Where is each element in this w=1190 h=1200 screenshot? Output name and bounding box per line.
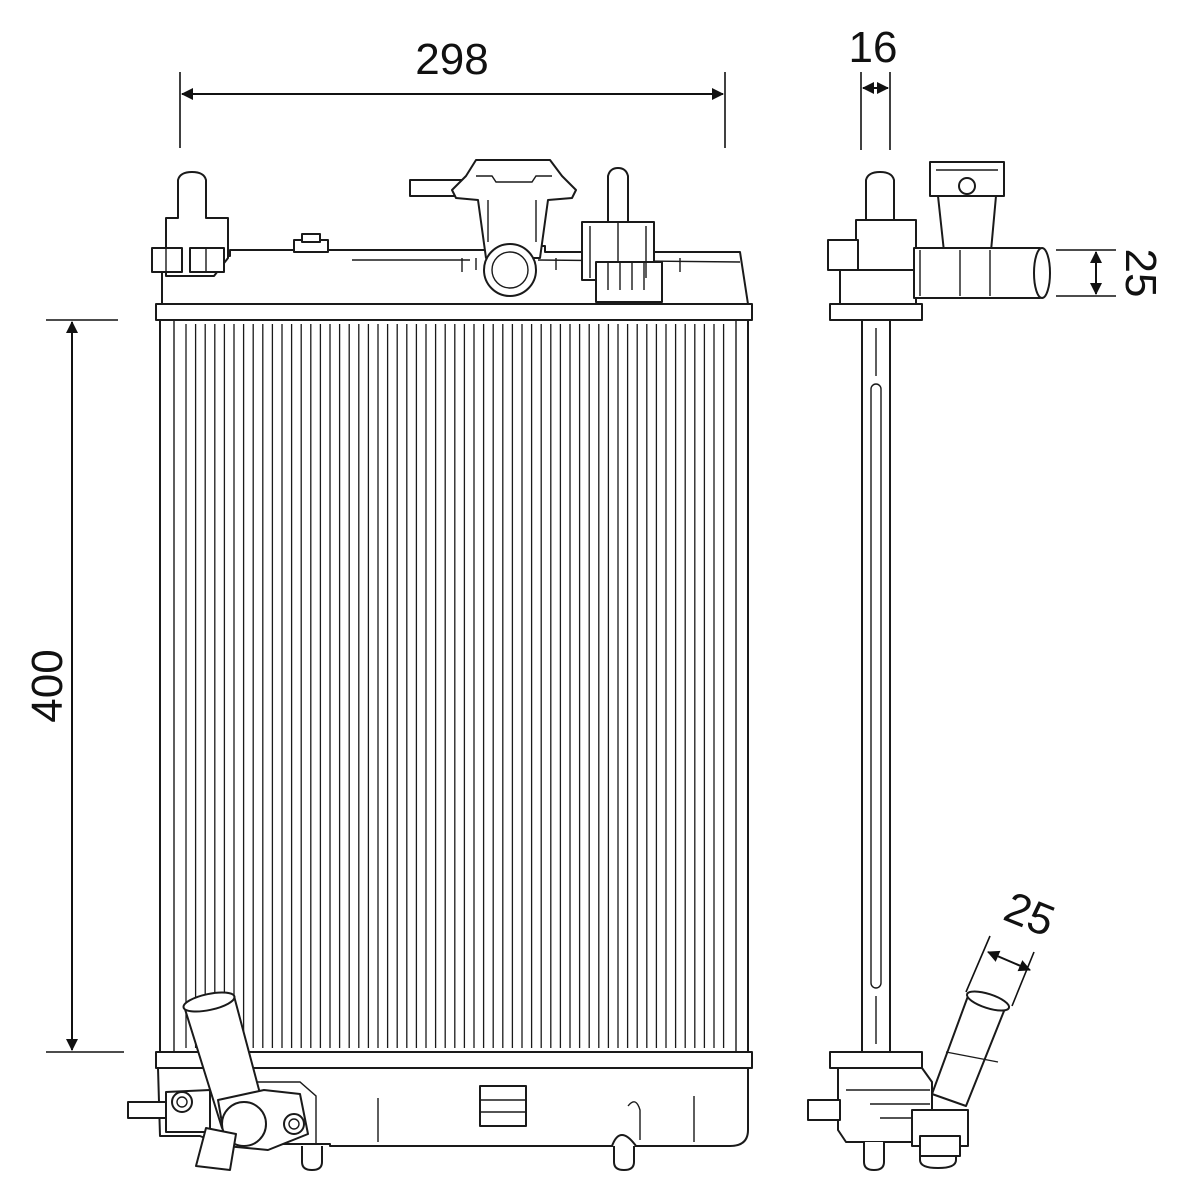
filler-cap (409, 159, 577, 297)
dimension-upper-pipe: 25 (1056, 249, 1165, 298)
lower-tank (127, 991, 753, 1171)
height-label: 400 (23, 649, 72, 722)
side-view (807, 161, 1051, 1171)
dimension-height: 400 (23, 319, 124, 1053)
radiator-core (159, 319, 749, 1053)
dimension-lower-pipe: 25 (965, 883, 1062, 1007)
side-lower-outlet-pipe (911, 990, 1011, 1169)
front-view (127, 159, 753, 1171)
side-filler-cap (913, 161, 1051, 299)
cooling-fins (185, 324, 725, 1048)
lower-pipe-label: 25 (998, 883, 1062, 947)
depth-label: 16 (849, 23, 898, 72)
width-label: 298 (415, 35, 488, 84)
dimension-depth: 16 (849, 23, 898, 150)
upper-tank (151, 159, 753, 321)
upper-pipe-label: 25 (1116, 249, 1165, 298)
lower-outlet-pipe (182, 991, 309, 1171)
dimension-width: 298 (179, 35, 726, 148)
